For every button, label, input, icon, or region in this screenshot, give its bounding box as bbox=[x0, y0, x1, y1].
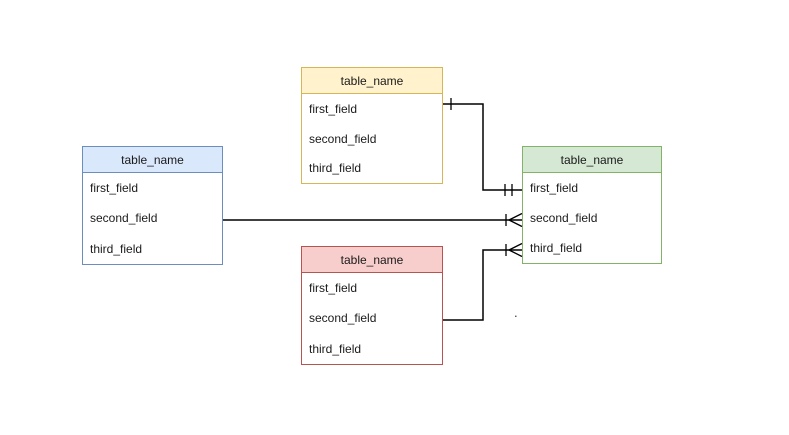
entity-table-header[interactable]: table_name bbox=[523, 147, 661, 173]
entity-field-row[interactable]: first_field bbox=[302, 273, 442, 303]
entity-field-label: first_field bbox=[309, 101, 358, 116]
entity-field-label: second_field bbox=[309, 131, 377, 146]
entity-field-label: second_field bbox=[90, 211, 158, 226]
entity-field-label: third_field bbox=[309, 161, 362, 176]
relationship-top-to-right[interactable] bbox=[443, 98, 522, 196]
entity-field-row[interactable]: second_field bbox=[302, 124, 442, 154]
entity-field-row[interactable]: second_field bbox=[523, 203, 661, 233]
entity-field-label: first_field bbox=[309, 281, 358, 296]
stray-dot: . bbox=[514, 305, 518, 320]
entity-table-right[interactable]: table_name first_field second_field thir… bbox=[522, 146, 662, 264]
entity-field-row[interactable]: third_field bbox=[523, 233, 661, 263]
entity-table-bottom[interactable]: table_name first_field second_field thir… bbox=[301, 246, 443, 365]
entity-field-label: third_field bbox=[90, 241, 143, 256]
relationship-left-to-right[interactable] bbox=[223, 212, 523, 228]
entity-table-title: table_name bbox=[340, 252, 404, 267]
entity-field-label: first_field bbox=[90, 181, 139, 196]
entity-field-row[interactable]: second_field bbox=[83, 203, 222, 233]
entity-table-header[interactable]: table_name bbox=[302, 68, 442, 94]
entity-field-row[interactable]: third_field bbox=[83, 234, 222, 264]
entity-table-header[interactable]: table_name bbox=[302, 247, 442, 273]
relationship-line[interactable] bbox=[443, 249, 522, 321]
entity-table-title: table_name bbox=[340, 73, 404, 88]
entity-field-label: first_field bbox=[530, 181, 579, 195]
entity-field-row[interactable]: first_field bbox=[523, 173, 661, 203]
entity-field-row[interactable]: second_field bbox=[302, 303, 442, 333]
relationship-line[interactable] bbox=[443, 103, 522, 191]
entity-field-row[interactable]: first_field bbox=[302, 94, 442, 124]
entity-field-label: third_field bbox=[530, 241, 583, 255]
entity-table-header[interactable]: table_name bbox=[83, 147, 222, 173]
entity-field-label: third_field bbox=[309, 341, 362, 356]
entity-field-label: second_field bbox=[309, 311, 377, 326]
entity-table-title: table_name bbox=[121, 152, 184, 167]
entity-field-row[interactable]: third_field bbox=[302, 334, 442, 364]
entity-table-top[interactable]: table_name first_field second_field thir… bbox=[301, 67, 443, 184]
entity-field-label: second_field bbox=[530, 211, 598, 225]
entity-field-row[interactable]: first_field bbox=[83, 173, 222, 203]
entity-table-left[interactable]: table_name first_field second_field thir… bbox=[82, 146, 223, 265]
entity-field-row[interactable]: third_field bbox=[302, 153, 442, 183]
entity-table-title: table_name bbox=[560, 152, 624, 167]
relationship-bottom-to-right[interactable] bbox=[443, 242, 523, 321]
